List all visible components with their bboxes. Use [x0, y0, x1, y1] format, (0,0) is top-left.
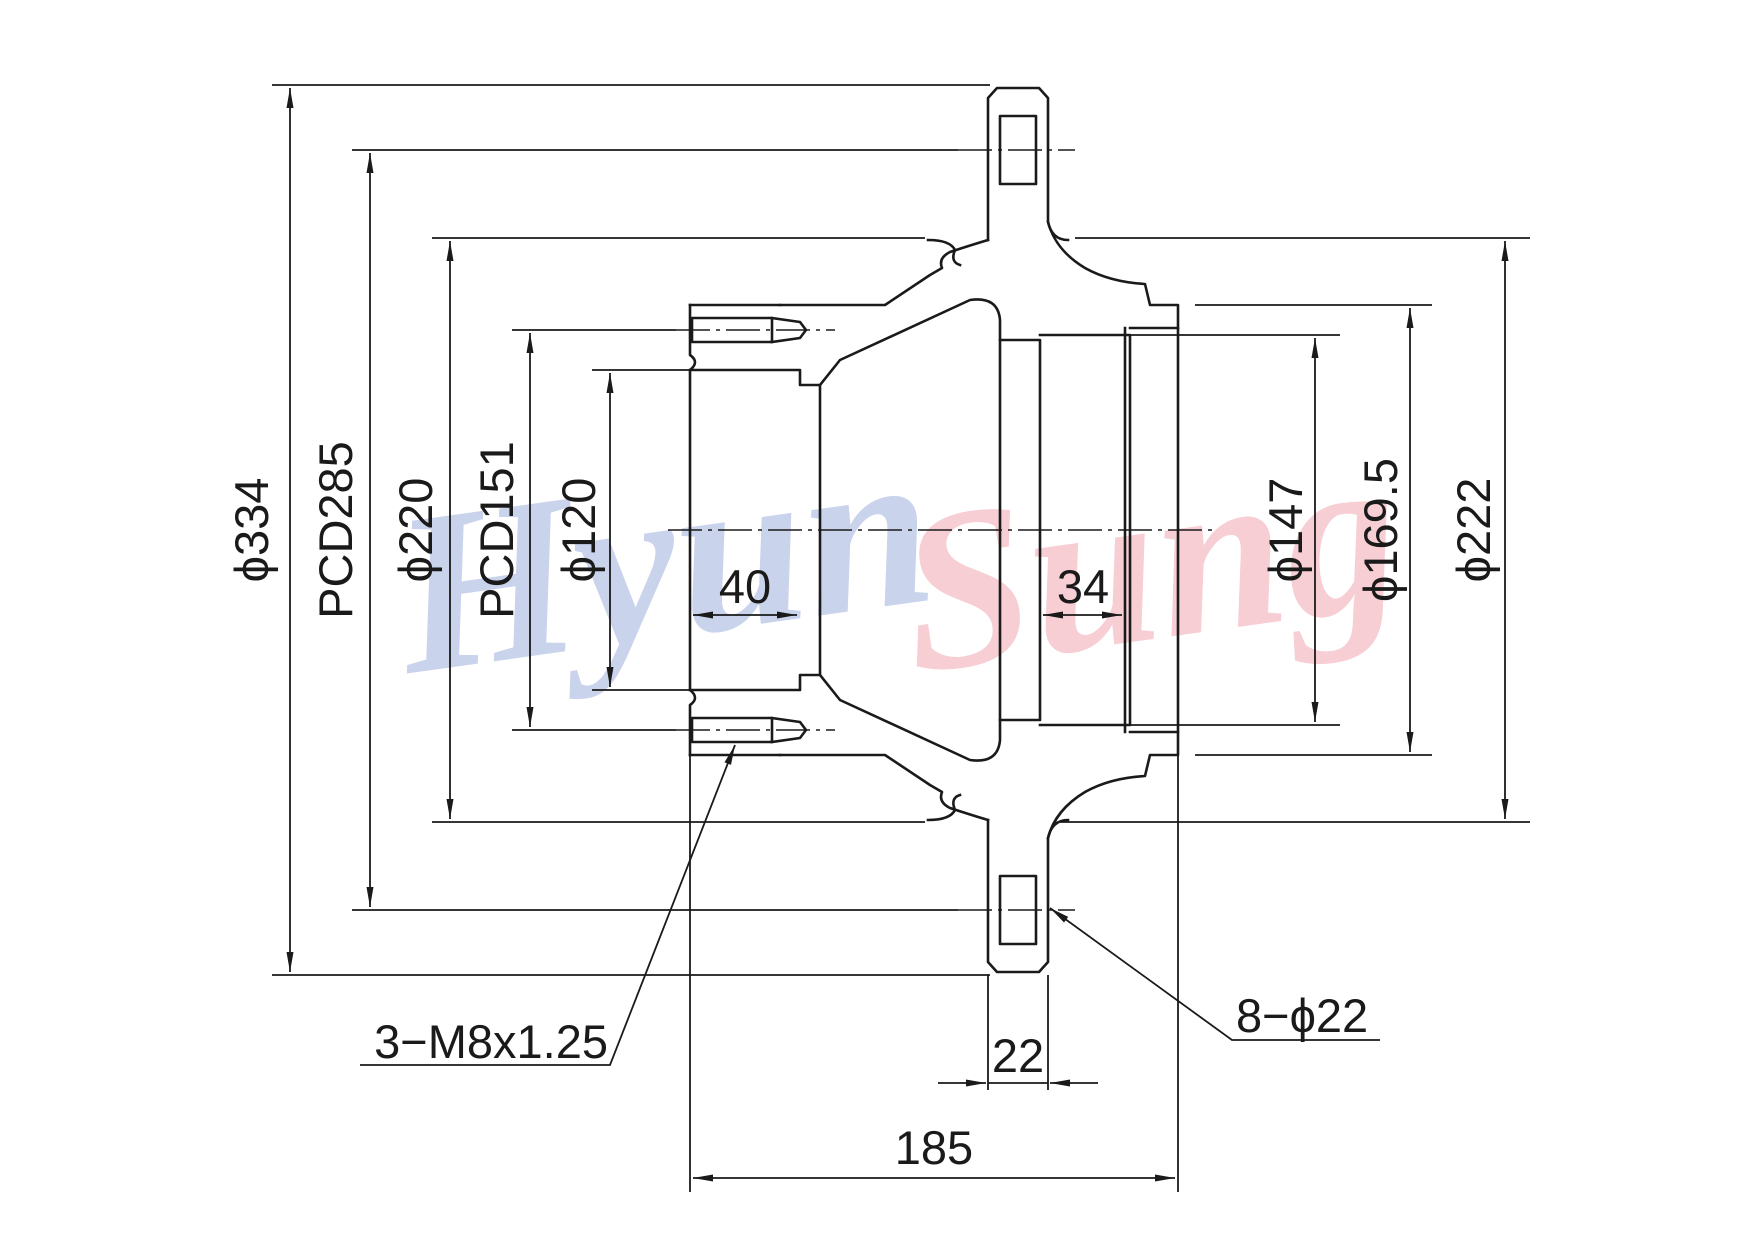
watermark-sung: Sung — [885, 400, 1414, 722]
dimension-labels: ϕ334 PCD285 ϕ220 PCD151 ϕ120 40 34 ϕ147 … — [225, 441, 1500, 1174]
watermark-hyun: Hyun — [378, 396, 947, 724]
extension-lines — [272, 84, 1530, 1192]
web-left-bottom — [778, 753, 990, 822]
label-len22: 22 — [992, 1029, 1044, 1082]
label-len185: 185 — [895, 1121, 973, 1174]
label-len34: 34 — [1057, 560, 1109, 613]
web-left-top — [778, 238, 990, 307]
right-shoulder-bottom — [1046, 730, 1180, 840]
web-left-groove-top — [926, 238, 962, 267]
center-lines — [668, 149, 1215, 911]
label-d169-5: ϕ169.5 — [1354, 458, 1407, 602]
right-shoulder-top — [1046, 220, 1180, 330]
label-d220: ϕ220 — [389, 478, 442, 583]
dimension-lines — [286, 88, 1509, 1182]
label-pcd151: PCD151 — [470, 441, 523, 619]
label-d334: ϕ334 — [225, 478, 278, 583]
leaders — [360, 744, 1380, 1066]
label-d120: ϕ120 — [552, 478, 605, 583]
callout-thread: 3−M8x1.25 — [374, 1015, 608, 1068]
label-len40: 40 — [719, 560, 771, 613]
label-d222: ϕ222 — [1447, 478, 1500, 583]
leader-holes — [1049, 907, 1380, 1041]
label-d147: ϕ147 — [1259, 478, 1312, 583]
web-left-groove-bottom — [926, 793, 962, 822]
leader-thread — [360, 744, 736, 1066]
label-pcd285: PCD285 — [309, 441, 362, 619]
callout-holes: 8−ϕ22 — [1236, 989, 1368, 1042]
